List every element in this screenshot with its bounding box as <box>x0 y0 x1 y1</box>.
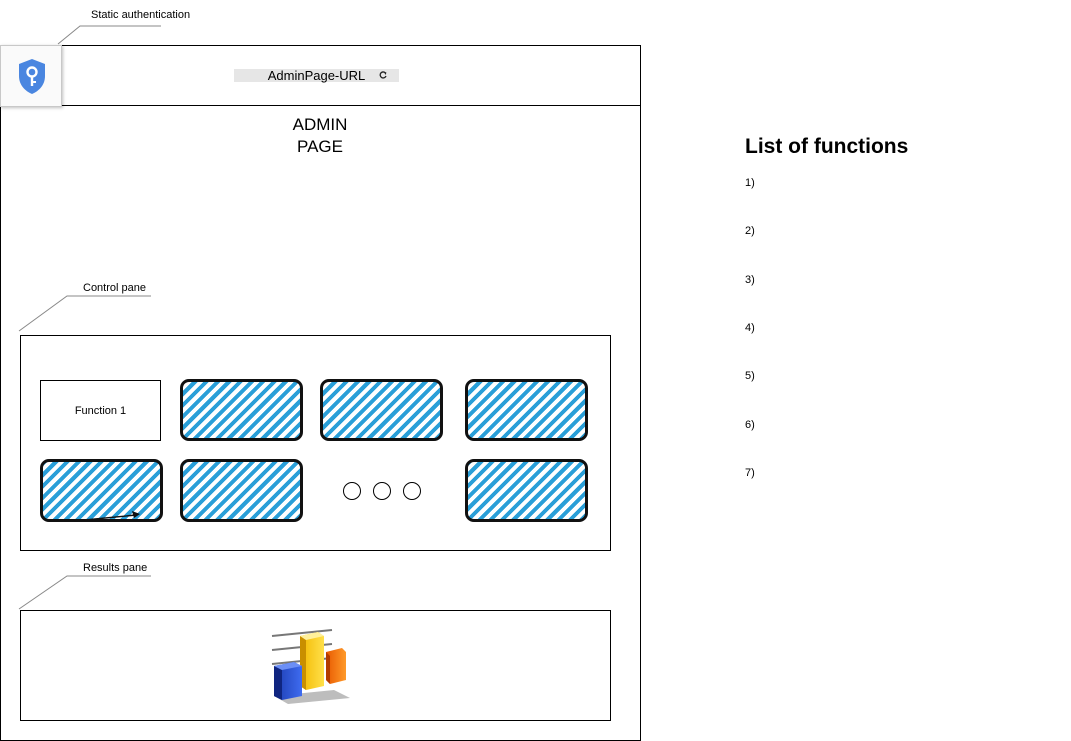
function-1-label: Function 1 <box>74 404 127 417</box>
functions-list-item-7: 7) <box>745 467 755 479</box>
function-placeholder-4[interactable] <box>465 379 588 441</box>
page-title-line-1: ADMIN <box>292 115 348 134</box>
page-title-line-2: PAGE <box>297 137 343 156</box>
function-placeholder-3[interactable] <box>320 379 443 441</box>
address-bar[interactable]: AdminPage-URL <box>234 68 399 83</box>
static-authentication-leader <box>57 25 161 45</box>
address-bar-divider <box>0 105 641 106</box>
functions-list-item-2: 2) <box>745 225 755 237</box>
shield-key-icon <box>19 59 45 94</box>
function-placeholder-5[interactable] <box>40 459 163 522</box>
function-placeholder-2[interactable] <box>180 379 303 441</box>
functions-list-item-3: 3) <box>745 274 755 286</box>
static-authentication-label: Static authentication <box>91 9 191 21</box>
ellipsis-dot-2 <box>373 482 391 500</box>
function-placeholder-6[interactable] <box>180 459 303 522</box>
url-text: AdminPage-URL <box>267 68 366 83</box>
control-pane-label: Control pane <box>83 282 146 294</box>
functions-list-item-6: 6) <box>745 419 755 431</box>
more-functions-ellipsis[interactable] <box>343 482 423 502</box>
ellipsis-dot-3 <box>403 482 421 500</box>
functions-list-title: List of functions <box>745 135 909 158</box>
results-pane-leader <box>18 575 151 610</box>
functions-list-item-1: 1) <box>745 177 755 189</box>
function-placeholder-7[interactable] <box>465 459 588 522</box>
function-1-button[interactable]: Function 1 <box>40 380 161 441</box>
results-pane-label: Results pane <box>83 562 148 574</box>
arrow-icon <box>73 511 140 522</box>
bar-chart-3d-icon <box>271 629 350 704</box>
refresh-icon[interactable] <box>378 70 388 80</box>
auth-icon-tile[interactable] <box>0 45 62 107</box>
ellipsis-dot-1 <box>343 482 361 500</box>
functions-list-item-4: 4) <box>745 322 755 334</box>
functions-list-item-5: 5) <box>745 370 755 382</box>
control-pane-leader <box>18 295 151 332</box>
page-title: ADMIN PAGE <box>270 114 370 158</box>
